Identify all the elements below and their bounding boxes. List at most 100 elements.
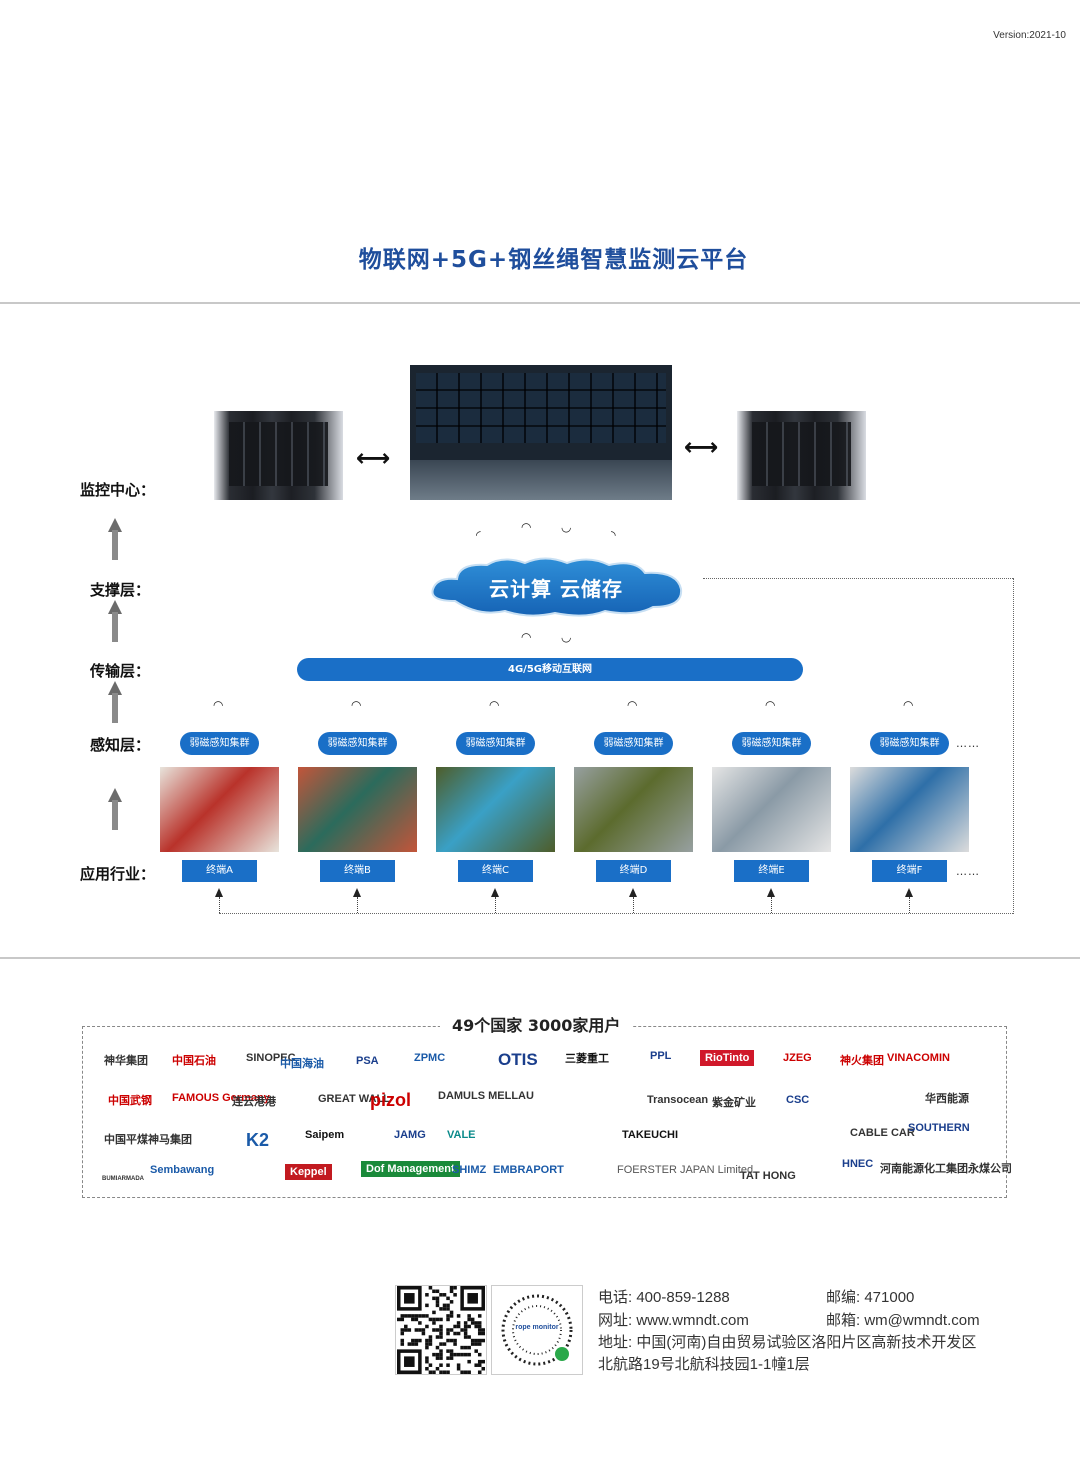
client-logo: VINACOMIN: [887, 1052, 950, 1064]
up-arrow-icon: [905, 888, 913, 897]
client-logo: 河南能源化工集团永煤公司: [880, 1163, 1012, 1175]
client-logo: SOUTHERN: [908, 1122, 970, 1134]
client-logo: 神火集团: [840, 1055, 884, 1067]
layer-label-support: 支撑层：: [90, 581, 151, 599]
up-arrow-icon: [767, 888, 775, 897]
up-arrow-icon: [108, 600, 122, 644]
layer-label-sensing: 感知层：: [90, 736, 151, 754]
dotted-line: [703, 578, 1013, 579]
up-arrow-icon: [108, 518, 122, 562]
dotted-line: [357, 897, 358, 913]
client-logo: 华西能源: [925, 1093, 969, 1105]
client-logo: Keppel: [285, 1164, 332, 1180]
industry-photo: [850, 767, 969, 852]
industry-photo: [574, 767, 693, 852]
industry-photo: [298, 767, 417, 852]
client-logo: FOERSTER JAPAN Limited: [617, 1164, 754, 1176]
version-label: Version:2021-10: [993, 30, 1066, 41]
layer-label-industry: 应用行业：: [80, 865, 156, 883]
dotted-line: [219, 897, 220, 913]
dotted-line: [909, 897, 910, 913]
client-logo: 中国平煤神马集团: [104, 1134, 192, 1146]
cloud-shape: [431, 557, 683, 617]
client-logo: SHIMZ: [452, 1164, 487, 1176]
client-logo: K2: [246, 1130, 270, 1150]
client-logo: 中国石油: [172, 1055, 216, 1067]
control-room-photo: [410, 365, 672, 500]
client-logo: 紫金矿业: [712, 1097, 756, 1109]
bidirectional-arrow-left: ⟷: [356, 444, 391, 472]
wifi-icon: ◠: [903, 698, 914, 712]
client-logo: VALE: [447, 1129, 476, 1141]
industry-photo: [436, 767, 555, 852]
up-arrow-icon: [353, 888, 361, 897]
network-bar: 4G/5G移动互联网: [297, 658, 803, 681]
client-logo: JZEG: [783, 1052, 812, 1064]
client-logo: pizol: [370, 1090, 411, 1110]
divider-top: [0, 302, 1080, 304]
client-logo: DAMULS MELLAU: [438, 1090, 534, 1102]
bidirectional-arrow-right: ⟷: [684, 433, 719, 461]
divider-bottom: [0, 957, 1080, 959]
client-logo: 神华集团: [104, 1055, 148, 1067]
satellite-signal-icon: ◝: [611, 528, 616, 542]
server-room-photo-right: [737, 411, 866, 500]
satellite-signal-icon: ◜: [476, 528, 481, 542]
client-logo: 连云港港: [232, 1096, 276, 1108]
client-logo: OTIS: [498, 1050, 538, 1069]
client-logo: BUMIARMADA: [102, 1176, 144, 1182]
client-logo: ZPMC: [414, 1052, 446, 1064]
up-arrow-icon: [215, 888, 223, 897]
industry-photo: [160, 767, 279, 852]
terminal-label: 终端C: [458, 860, 533, 882]
server-room-photo-left: [214, 411, 343, 500]
page-title: 物联网+5G+钢丝绳智慧监测云平台: [358, 247, 749, 273]
ellipsis: ……: [956, 737, 980, 750]
qr-code-icon: [395, 1285, 487, 1375]
clients-title: 49个国家 3000家用户: [440, 1012, 633, 1036]
client-logo: TAT HONG: [740, 1170, 796, 1182]
client-logo: SINOPEC: [246, 1052, 296, 1064]
sensor-cluster-pill: 弱磁感知集群: [594, 732, 673, 755]
up-arrow-icon: [108, 788, 122, 832]
client-logo: Saipem: [305, 1129, 345, 1141]
client-logo: PSA: [356, 1055, 379, 1067]
contact-website[interactable]: 网址: www.wmndt.com: [598, 1312, 749, 1329]
client-logo: GREAT WALL: [318, 1093, 390, 1105]
client-logo: Sembawang: [150, 1164, 215, 1176]
client-logo: HNEC: [842, 1158, 874, 1170]
client-logo: 中国海油: [280, 1058, 324, 1070]
terminal-label: 终端D: [596, 860, 671, 882]
wifi-icon: ◠: [351, 698, 362, 712]
terminal-label: 终端A: [182, 860, 257, 882]
contact-address-line2: 北航路19号北航科技园1-1幢1层: [598, 1356, 810, 1373]
cloud-label: 云计算 云储存: [489, 577, 623, 601]
contact-email[interactable]: 邮箱: wm@wmndt.com: [826, 1312, 980, 1329]
wifi-icon: ◡: [561, 630, 572, 644]
mini-program-code: rope monitor: [491, 1285, 583, 1375]
mini-program-brand: rope monitor: [515, 1324, 559, 1331]
client-logo: 三菱重工: [565, 1053, 609, 1065]
terminal-label: 终端E: [734, 860, 809, 882]
dotted-line: [633, 897, 634, 913]
wifi-icon: ◠: [627, 698, 638, 712]
wifi-icon: ◠: [213, 698, 224, 712]
client-logo: RioTinto: [700, 1050, 755, 1066]
sensor-cluster-pill: 弱磁感知集群: [456, 732, 535, 755]
client-logo: PPL: [650, 1050, 672, 1062]
sensor-cluster-pill: 弱磁感知集群: [318, 732, 397, 755]
client-logo: EMBRAPORT: [493, 1164, 564, 1176]
dotted-line: [1013, 578, 1014, 914]
dotted-line: [771, 897, 772, 913]
wifi-icon: ◠: [765, 698, 776, 712]
layer-label-transport: 传输层：: [90, 662, 151, 680]
up-arrow-icon: [491, 888, 499, 897]
sensor-cluster-pill: 弱磁感知集群: [870, 732, 949, 755]
dotted-line: [219, 913, 1013, 914]
client-logo: CSC: [786, 1094, 810, 1106]
client-logo: JAMG: [394, 1129, 426, 1141]
terminal-label: 终端F: [872, 860, 947, 882]
contact-postcode: 邮编: 471000: [826, 1289, 915, 1306]
client-logo: 中国武钢: [108, 1095, 152, 1107]
contact-address: 地址: 中国(河南)自由贸易试验区洛阳片区高新技术开发区: [598, 1334, 977, 1351]
